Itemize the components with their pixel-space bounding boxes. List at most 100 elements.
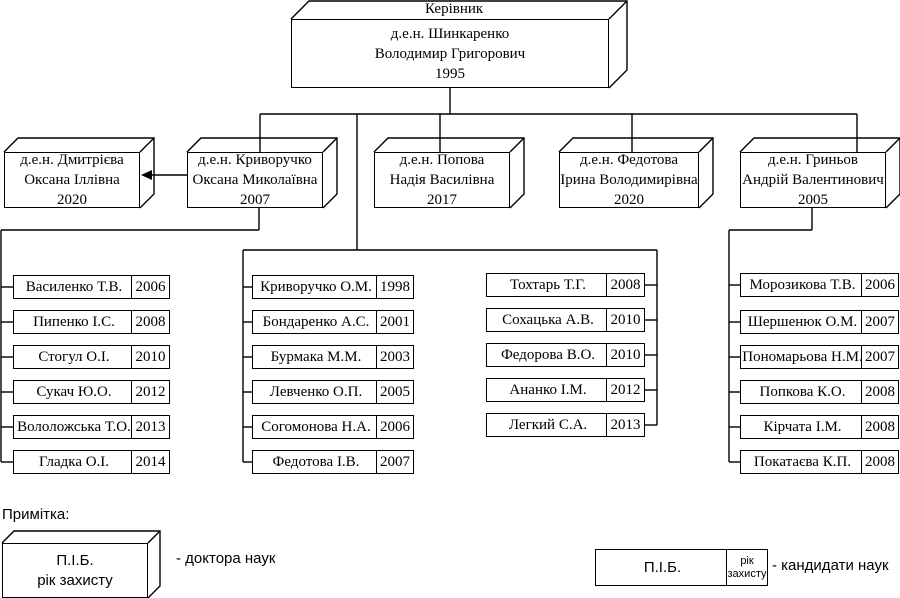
- candidate-row: Левченко О.П. 2005: [252, 380, 414, 404]
- legend-note-label: Примітка:: [2, 506, 70, 523]
- legend-doctor-line2: рік захисту: [37, 571, 113, 589]
- candidate-name: Гладка О.І.: [38, 453, 110, 470]
- candidate-year: 2010: [606, 344, 644, 366]
- candidate-row: Попкова К.О. 2008: [740, 380, 899, 404]
- doctor-line2: Оксана Іллівна: [24, 172, 120, 188]
- candidate-row: Стогул О.І. 2010: [13, 345, 170, 369]
- candidate-name: Кірчата І.М.: [763, 418, 842, 435]
- doctor-box-5: д.е.н. Гриньов Андрій Валентинович 2005: [740, 152, 886, 208]
- candidate-year: 2008: [861, 416, 898, 438]
- candidate-name: Бурмака М.М.: [270, 348, 362, 365]
- candidate-year: 1998: [376, 276, 413, 298]
- candidate-row: Федотова І.В. 2007: [252, 450, 414, 474]
- candidate-name: Тохтарь Т.Г.: [510, 276, 586, 293]
- box-depth-edge: [608, 0, 628, 20]
- box-depth-edge: [509, 137, 525, 153]
- candidate-name: Согомонова Н.А.: [261, 418, 371, 435]
- candidate-row: Вололожська Т.О. 2013: [13, 415, 170, 439]
- legend-candidate-year-box: рік захисту: [726, 550, 767, 585]
- candidate-row: Бурмака М.М. 2003: [252, 345, 414, 369]
- candidate-year: 2001: [376, 311, 413, 333]
- doctor-line2: Оксана Миколаївна: [192, 172, 318, 188]
- candidate-year: 2010: [606, 309, 644, 331]
- candidate-row: Покатаєва К.П. 2008: [740, 450, 899, 474]
- candidate-row: Бондаренко А.С. 2001: [252, 310, 414, 334]
- box-depth-edge: [139, 137, 155, 153]
- candidate-year: 2007: [376, 451, 413, 473]
- candidate-name: Ананко І.М.: [509, 381, 587, 398]
- legend-candidate-desc: - кандидати наук: [772, 557, 889, 574]
- candidate-name: Сохацька А.В.: [502, 311, 594, 328]
- legend-doctor-desc: - доктора наук: [176, 550, 276, 567]
- candidate-row: Сохацька А.В. 2010: [486, 308, 645, 332]
- candidate-name: Федорова В.О.: [500, 346, 596, 363]
- candidate-year: 2006: [861, 274, 898, 296]
- doctor-line1: д.е.н. Федотова: [580, 152, 678, 168]
- candidate-year: 2008: [131, 311, 169, 333]
- doctor-line1: д.е.н. Криворучко: [198, 152, 312, 168]
- candidate-name: Морозикова Т.В.: [749, 276, 856, 293]
- legend-candidate-box: П.І.Б. рік захисту: [595, 549, 768, 586]
- candidate-row: Гладка О.І. 2014: [13, 450, 170, 474]
- candidate-name: Пипенко І.С.: [33, 313, 115, 330]
- candidate-year: 2012: [606, 379, 644, 401]
- doctor-year: 2005: [798, 192, 828, 208]
- candidate-year: 2013: [606, 414, 644, 436]
- legend-doctor-box: П.І.Б. рік захисту: [2, 543, 148, 598]
- head-name2: Володимир Григорович: [374, 45, 526, 62]
- candidate-year: 2006: [376, 416, 413, 438]
- doctor-line2: Надія Василівна: [389, 172, 495, 188]
- candidate-row: Согомонова Н.А. 2006: [252, 415, 414, 439]
- doctor-year: 2007: [240, 192, 270, 208]
- legend-candidate-name: П.І.Б.: [643, 559, 682, 576]
- candidate-row: Федорова В.О. 2010: [486, 343, 645, 367]
- arrow-head: [141, 170, 152, 180]
- box-depth-edge: [885, 137, 900, 153]
- candidate-year: 2013: [131, 416, 169, 438]
- head-year: 1995: [435, 65, 465, 82]
- candidate-name: Попкова К.О.: [759, 383, 846, 400]
- candidate-name: Левченко О.П.: [269, 383, 363, 400]
- candidate-name: Федотова І.В.: [272, 453, 360, 470]
- candidate-row: Тохтарь Т.Г. 2008: [486, 273, 645, 297]
- box-depth: [739, 137, 900, 209]
- candidate-row: Криворучко О.М. 1998: [252, 275, 414, 299]
- box-depth-edge: [322, 137, 338, 153]
- candidate-row: Морозикова Т.В. 2006: [740, 273, 899, 297]
- candidate-year: 2008: [861, 381, 898, 403]
- box-depth-edge: [147, 530, 161, 544]
- candidate-year: 2010: [131, 346, 169, 368]
- doctor-year: 2020: [57, 192, 87, 208]
- doctor-line2: Ірина Володимирівна: [560, 172, 698, 188]
- candidate-name: Вололожська Т.О.: [17, 418, 131, 435]
- doctor-box-3: д.е.н. Попова Надія Василівна 2017: [374, 152, 510, 208]
- candidate-name: Легкий С.А.: [508, 416, 588, 433]
- candidate-name: Пономарьова Н.М.: [742, 348, 863, 365]
- legend-year-line1: рік: [740, 554, 754, 567]
- candidate-row: Кірчата І.М. 2008: [740, 415, 899, 439]
- doctor-line2: Андрій Валентинович: [742, 172, 884, 188]
- doctor-year: 2020: [614, 192, 644, 208]
- candidate-name: Бондаренко А.С.: [262, 313, 370, 330]
- head-label: Керівник: [425, 1, 484, 17]
- head-box: д.е.н. Шинкаренко Володимир Григорович 1…: [291, 19, 609, 88]
- candidate-year: 2007: [861, 311, 898, 333]
- legend-doctor-line1: П.І.Б.: [56, 551, 94, 569]
- candidate-year: 2008: [861, 451, 898, 473]
- candidate-name: Покатаєва К.П.: [753, 453, 852, 470]
- candidate-year: 2007: [861, 346, 898, 368]
- candidate-year: 2005: [376, 381, 413, 403]
- candidate-row: Шершенюк О.М. 2007: [740, 310, 899, 334]
- candidate-row: Василенко Т.В. 2006: [13, 275, 170, 299]
- candidate-row: Пипенко І.С. 2008: [13, 310, 170, 334]
- candidate-year: 2014: [131, 451, 169, 473]
- candidate-name: Шершенюк О.М.: [747, 313, 858, 330]
- doctor-line1: д.е.н. Дмитрієва: [20, 152, 124, 168]
- doctor-line1: д.е.н. Гриньов: [767, 152, 859, 168]
- candidate-row: Легкий С.А. 2013: [486, 413, 645, 437]
- candidate-name: Стогул О.І.: [38, 348, 110, 365]
- doctor-box-1: д.е.н. Дмитрієва Оксана Іллівна 2020: [4, 152, 140, 208]
- candidate-name: Криворучко О.М.: [260, 278, 372, 295]
